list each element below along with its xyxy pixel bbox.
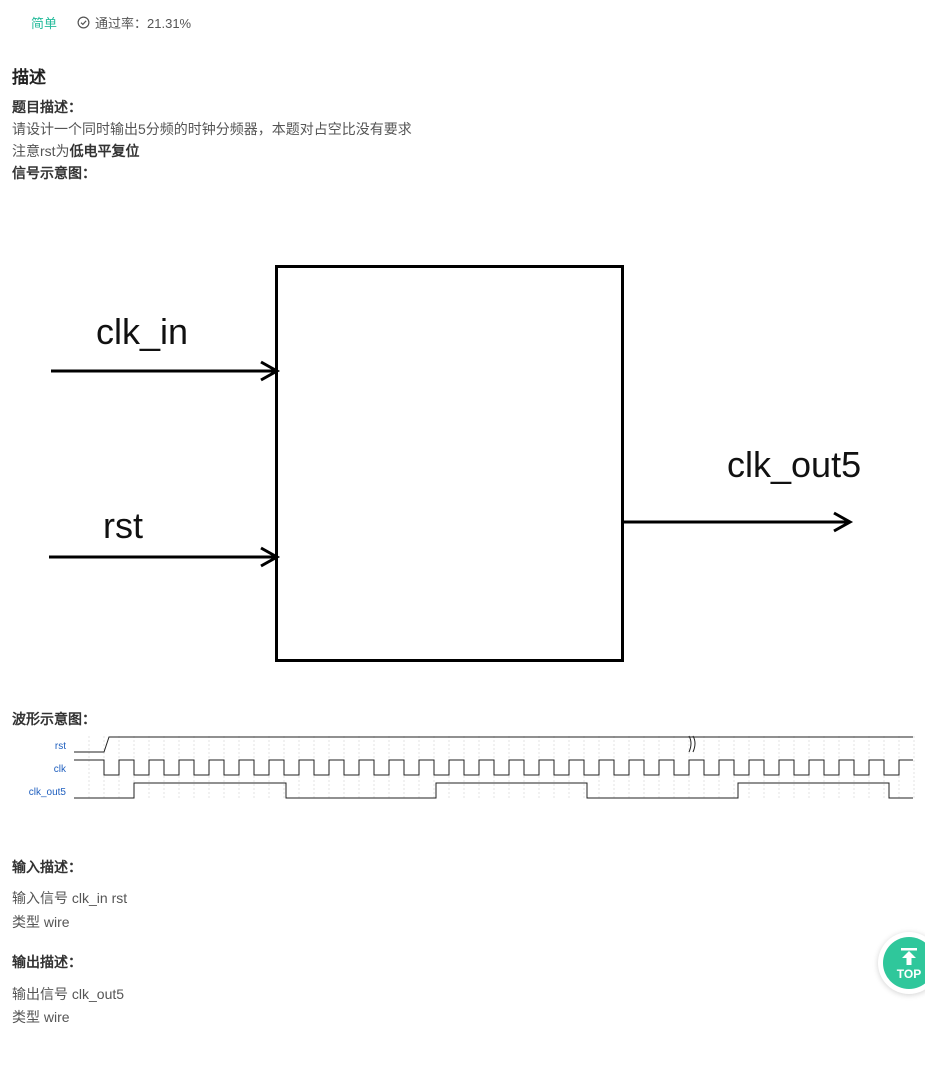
block-diagram: clk_in rst clk_out5 <box>49 265 861 662</box>
waveform-diagram: rst clk clk_out5 <box>29 735 915 800</box>
output-signal-line: 输出信号 clk_out5 <box>12 986 125 1002</box>
arrow-up-icon <box>901 947 917 965</box>
module-box <box>275 265 624 662</box>
problem-meta: 简单 通过率：21.31% <box>31 13 191 32</box>
back-to-top-button[interactable]: TOP <box>878 932 925 994</box>
input-desc-label: 输入描述： <box>12 859 82 875</box>
wave-label-clk-out5: clk_out5 <box>29 787 67 798</box>
waveform-grid <box>88 736 915 800</box>
reset-note: 注意rst为低电平复位 <box>12 140 140 162</box>
reset-note-bold: 低电平复位 <box>69 143 140 159</box>
clk-out5-label: clk_out5 <box>727 444 861 485</box>
check-circle-icon <box>77 16 90 29</box>
rst-arrow <box>49 546 281 568</box>
wave-label-clk: clk <box>54 764 67 775</box>
waveform-label: 波形示意图： <box>12 711 96 727</box>
clk-out5-arrow <box>622 511 854 533</box>
input-type-line: 类型 wire <box>12 914 70 930</box>
difficulty-badge: 简单 <box>31 16 58 31</box>
clk-wave <box>74 759 913 776</box>
problem-label: 题目描述： <box>12 99 82 115</box>
time-break-icon <box>688 735 696 753</box>
wave-label-rst: rst <box>55 741 66 752</box>
output-type-line: 类型 wire <box>12 1009 70 1025</box>
clk-in-label: clk_in <box>96 311 188 352</box>
pass-rate-text: 通过率：21.31% <box>95 16 192 31</box>
input-signal-line: 输入信号 clk_in rst <box>12 890 128 906</box>
back-to-top-label: TOP <box>896 966 922 981</box>
pass-rate: 通过率：21.31% <box>77 13 191 32</box>
signal-diagram-label: 信号示意图： <box>12 165 96 181</box>
rst-label: rst <box>103 505 143 546</box>
output-desc-label: 输出描述： <box>12 954 82 970</box>
back-to-top-circle: TOP <box>883 937 925 989</box>
clk-out5-wave <box>74 782 913 799</box>
reset-note-prefix: 注意rst为 <box>12 143 70 159</box>
clk-in-arrow <box>51 360 281 382</box>
description-title: 描述 <box>12 68 46 87</box>
rst-wave <box>74 736 913 753</box>
problem-text: 请设计一个同时输出5分频的时钟分频器，本题对占空比没有要求 <box>12 121 412 137</box>
